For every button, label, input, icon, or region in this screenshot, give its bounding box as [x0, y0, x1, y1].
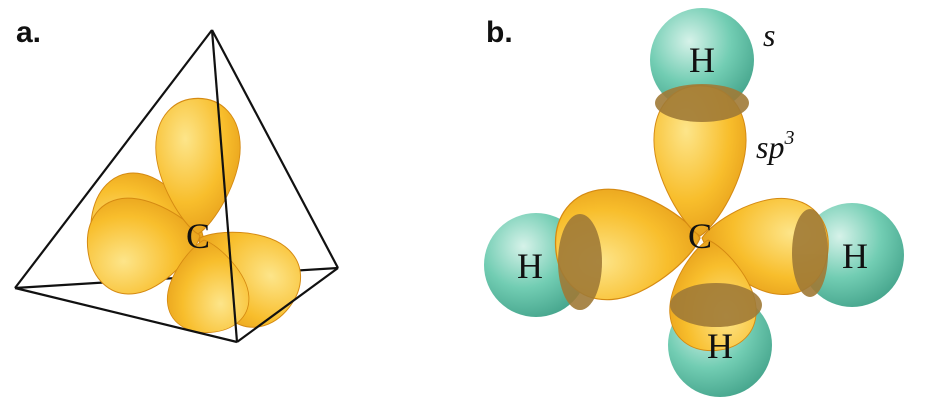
hydrogen-label-right: H	[842, 236, 868, 276]
hydrogen-s-sphere-icon-top	[650, 8, 754, 112]
panel-b-label: b.	[486, 16, 513, 49]
tetrahedron-outline-icon	[14, 29, 339, 344]
panel-a: a. C	[14, 16, 339, 344]
panel-a-carbon-label: C	[186, 216, 210, 256]
hydrogen-label-top: H	[689, 40, 715, 80]
s-orbital-label: s	[763, 17, 775, 53]
panel-a-label: a.	[16, 16, 41, 49]
orbital-overlap-regions	[558, 84, 828, 327]
hydrogen-label-left: H	[517, 246, 543, 286]
sp3-label-base: sp	[756, 129, 784, 165]
sp3-label-superscript: 3	[783, 127, 794, 149]
panel-b-carbon-label: C	[688, 216, 712, 256]
sp3-orbital-label: sp3	[756, 127, 794, 165]
panel-b: b.	[484, 8, 904, 397]
hydrogen-label-bottom: H	[707, 326, 733, 366]
